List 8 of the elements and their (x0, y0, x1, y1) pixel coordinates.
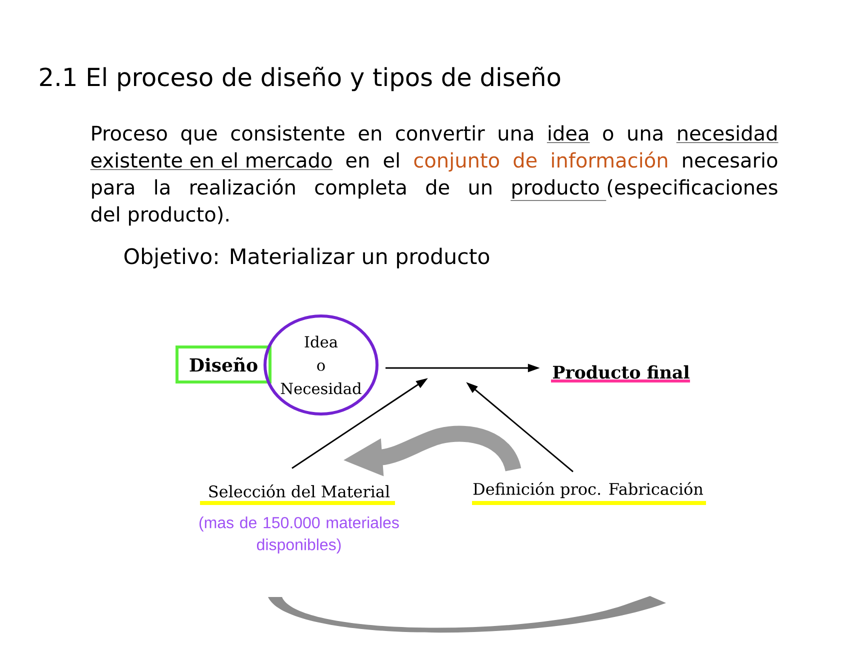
text-label: Definición proc. Fabricación (473, 482, 704, 498)
label-box: Diseño (176, 346, 272, 384)
subheading: Objetivo: Materializar un producto (124, 248, 490, 268)
paragraph: Proceso que consistente en convertir una idea o una necesidad existente en el mercado en el conjunto de información necesario para la realización completa de un producto (especificaciones del producto). (90, 125, 779, 226)
note-text: (mas de 150.000 materiales disponibles) (200, 516, 399, 554)
title: 2.1 El proceso de diseño y tipos de diseño (40, 66, 560, 92)
text-label: Selección del Material (209, 484, 390, 498)
text-label: Producto final (553, 365, 690, 379)
